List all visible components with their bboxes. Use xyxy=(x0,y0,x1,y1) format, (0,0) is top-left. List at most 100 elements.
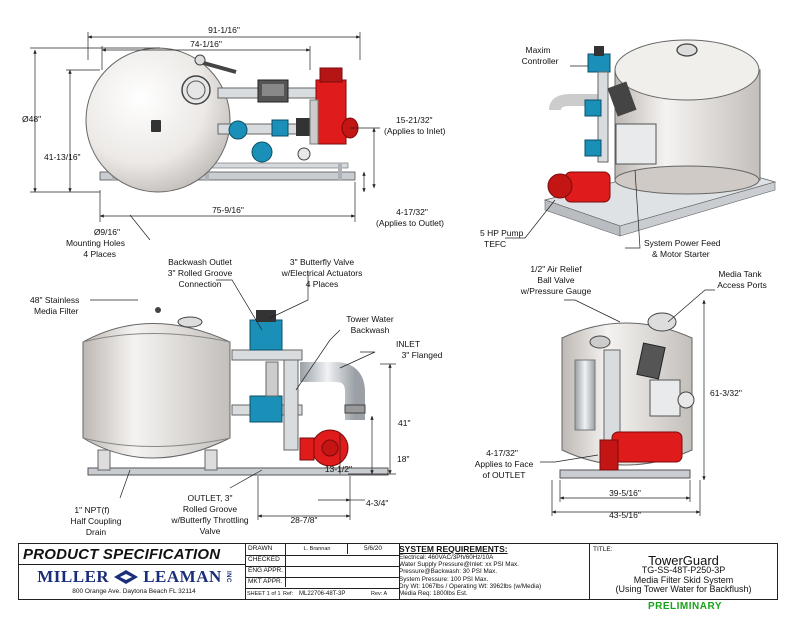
callout-power-2: & Motor Starter xyxy=(652,249,710,259)
callout-outlet-2: Rolled Groove xyxy=(183,504,238,514)
dim-tank-diameter: Ø48" xyxy=(22,114,41,124)
dim-inlet-note: (Applies to Inlet) xyxy=(384,126,446,136)
callout-bw-outlet-2: 3" Rolled Groove xyxy=(168,268,233,278)
eng-appr-label: ENG APPR. xyxy=(248,567,284,574)
front-valve-bottom xyxy=(249,395,283,423)
dim-right-4-17-3: of OUTLET xyxy=(483,470,526,480)
mkt-appr-label: MKT APPR. xyxy=(248,578,283,585)
iso-leaders xyxy=(505,65,641,249)
iso-view-2 xyxy=(559,312,695,479)
checked-label: CHECKED xyxy=(248,556,280,563)
callout-media-filter-2: Media Filter xyxy=(34,306,79,316)
sheet-label: SHEET 1 of 1 xyxy=(247,591,281,597)
dim-inlet-height: 15-21/32" xyxy=(396,115,433,125)
rev-label: Rev: A xyxy=(371,591,388,597)
callout-npt-1: 1" NPT(f) xyxy=(74,505,109,515)
sysreq-head: SYSTEM REQUIREMENTS: xyxy=(399,545,508,554)
callout-access-2: Access Ports xyxy=(717,280,767,290)
company-address: 800 Orange Ave. Daytona Beach FL 32114 xyxy=(72,588,196,595)
side-view xyxy=(85,47,359,193)
mount-holes-3: 4 Places xyxy=(83,249,116,259)
dim-front-4-3-4: 4-3/4" xyxy=(366,498,388,508)
callout-npt-3: Drain xyxy=(86,527,107,537)
callout-pump-1: 5 HP Pump xyxy=(480,228,524,238)
callout-air-relief-3: w/Pressure Gauge xyxy=(520,286,592,296)
dim-right-4-17-1: 4-17/32" xyxy=(486,448,518,458)
iso2-dims xyxy=(540,289,715,516)
front-frame xyxy=(87,467,389,476)
callout-power-1: System Power Feed xyxy=(644,238,721,248)
dim-right-61: 61-3/32" xyxy=(710,388,742,398)
mount-holes-1: Ø9/16" xyxy=(94,227,120,237)
iso-controller xyxy=(587,53,611,73)
dim-outlet-height: 4-17/32" xyxy=(396,207,428,217)
sysreq-line: Water Supply Pressure@Inlet: xx PSI Max. xyxy=(399,561,519,569)
ref-value: ML22706-48T-3P xyxy=(299,591,346,597)
callout-bw-outlet-1: Backwash Outlet xyxy=(168,257,232,267)
drawn-label: DRAWN xyxy=(248,545,273,552)
title-label: TITLE: xyxy=(593,546,613,553)
callout-butterfly-3: 4 Places xyxy=(306,279,339,289)
system-requirements: SYSTEM REQUIREMENTS: Electrical: 460VAC/… xyxy=(399,545,589,597)
model-number: TG-SS-48T-P250-3P xyxy=(641,565,726,575)
side-pump xyxy=(315,79,347,145)
callout-maxim-2: Controller xyxy=(522,56,559,66)
labels: 91-1/16" 74-1/16" Ø48" 41-13/16" 15-21/3… xyxy=(22,25,767,537)
dim-inner-width: 74-1/16" xyxy=(190,39,222,49)
dim-right-43: 43-5/16" xyxy=(609,510,641,520)
front-dims xyxy=(90,272,396,520)
desc-line-1: Media Filter Skid System xyxy=(633,574,734,585)
callout-pump-2: TEFC xyxy=(484,239,506,249)
dim-base-width: 75-9/16" xyxy=(212,205,244,215)
callout-tower-water-2: Backwash xyxy=(351,325,390,335)
dim-overall-width: 91-1/16" xyxy=(208,25,240,35)
dim-front-18: 18" xyxy=(397,454,409,464)
dim-right-4-17-2: Applies to Face xyxy=(475,459,534,469)
callout-outlet-4: Valve xyxy=(200,526,221,536)
callout-access-1: Media Tank xyxy=(718,269,762,279)
brand-left: MILLER xyxy=(37,567,110,586)
callout-tower-water-1: Tower Water xyxy=(346,314,394,324)
dim-height-side: 41-13/16" xyxy=(44,152,81,162)
desc-line-2: (Using Tower Water for Backflush) xyxy=(615,584,752,594)
dim-outlet-note: (Applies to Outlet) xyxy=(376,218,444,228)
callout-media-filter-1: 48" Stainless xyxy=(30,295,79,305)
callout-maxim-1: Maxim xyxy=(525,45,550,55)
dim-front-28: 28-7/8" xyxy=(290,515,317,525)
title-box: TITLE: TowerGuard TG-SS-48T-P250-3P Medi… xyxy=(590,545,777,599)
sysreq-line: System Pressure: 100 PSI Max. xyxy=(399,575,489,583)
dim-front-41: 41" xyxy=(398,418,410,428)
iso-view xyxy=(543,39,777,237)
callout-bw-outlet-3: Connection xyxy=(178,279,221,289)
drawn-by: L. Brannan xyxy=(303,546,331,552)
spec-title: PRODUCT SPECIFICATION xyxy=(23,546,221,563)
preliminary-stamp: PRELIMINARY xyxy=(647,601,723,612)
sysreq-line: Media Req: 1800lbs Est. xyxy=(399,590,468,598)
brand-inc: INC xyxy=(224,571,231,583)
callout-air-relief-2: Ball Valve xyxy=(537,275,574,285)
side-valve-2 xyxy=(251,141,273,163)
sysreq-line: Dry Wt: 1067lbs / Operating Wt: 3962lbs … xyxy=(399,582,542,590)
product-description: TG-SS-48T-P250-3P Media Filter Skid Syst… xyxy=(590,565,777,595)
ref-label: Ref: xyxy=(283,591,294,597)
callout-air-relief-1: 1/2" Air Relief xyxy=(530,264,582,274)
side-valve-1 xyxy=(228,120,248,140)
callout-outlet-3: w/Butterfly Throttling xyxy=(170,515,249,525)
product-name: TowerGuard xyxy=(648,553,719,568)
dim-right-39: 39-5/16" xyxy=(609,488,641,498)
side-frame-base xyxy=(99,171,356,181)
brand-right: LEAMAN xyxy=(143,567,222,586)
drawn-date: 5/6/20 xyxy=(363,545,383,552)
callout-butterfly-1: 3" Butterfly Valve xyxy=(290,257,355,267)
side-dims xyxy=(30,32,380,241)
callout-inlet-1: INLET xyxy=(396,339,420,349)
callout-inlet-2: 3" Flanged xyxy=(402,350,443,360)
front-valve-top xyxy=(249,319,283,351)
company-logo: MILLER LEAMAN INC xyxy=(23,567,245,587)
front-view xyxy=(82,307,389,476)
iso2-pump xyxy=(611,431,683,463)
callout-npt-2: Half Coupling xyxy=(70,516,121,526)
title-block: PRODUCT SPECIFICATION MILLER LEAMAN INC … xyxy=(18,543,778,600)
